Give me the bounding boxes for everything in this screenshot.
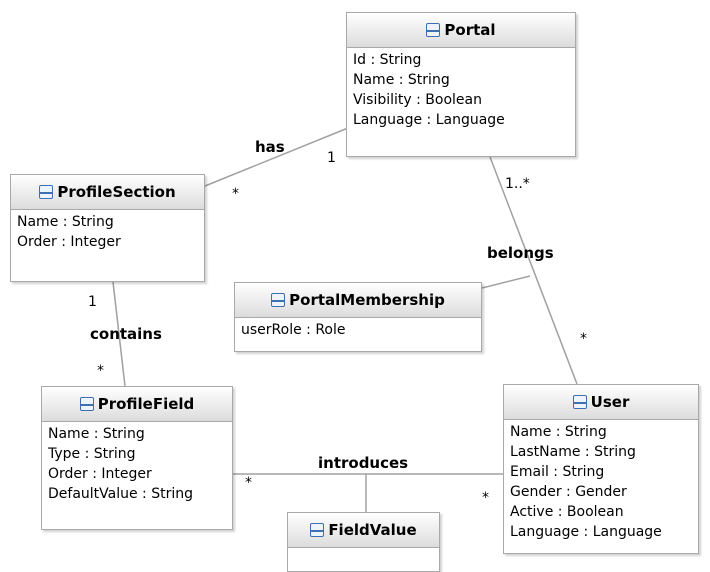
attribute: Name : String <box>353 72 450 88</box>
portalmembership-class-header[interactable]: PortalMembership <box>235 283 481 318</box>
attribute: Name : String <box>17 214 114 230</box>
belongs-portal-multiplicity: 1..* <box>505 176 530 192</box>
has-label: has <box>255 138 285 156</box>
profilesection-class-name: ProfileSection <box>57 183 176 201</box>
has-line <box>204 127 349 187</box>
portalmembership-class[interactable]: PortalMembership userRole : Role <box>234 282 482 352</box>
user-class-name: User <box>590 393 630 411</box>
attribute: Order : Integer <box>48 466 152 482</box>
profilefield-class-name: ProfileField <box>97 395 195 413</box>
fieldvalue-class[interactable]: FieldValue <box>287 512 440 572</box>
contains-label: contains <box>90 325 162 343</box>
attribute: Visibility : Boolean <box>353 92 482 108</box>
class-icon <box>572 395 587 409</box>
membership-link-line <box>481 275 531 289</box>
has-section-multiplicity: * <box>232 186 239 202</box>
profilefield-attributes: Name : String Type : String Order : Inte… <box>42 422 232 506</box>
attribute: userRole : Role <box>241 322 346 338</box>
class-icon <box>271 293 286 307</box>
has-portal-multiplicity: 1 <box>327 150 336 166</box>
belongs-line <box>489 156 578 385</box>
attribute: Order : Integer <box>17 234 121 250</box>
belongs-user-multiplicity: * <box>580 331 587 347</box>
attribute: DefaultValue : String <box>48 486 193 502</box>
portalmembership-attributes: userRole : Role <box>235 318 481 342</box>
profilesection-attributes: Name : String Order : Integer <box>11 210 204 254</box>
user-attributes: Name : String LastName : String Email : … <box>504 420 698 544</box>
introduces-label: introduces <box>318 454 409 472</box>
attribute: LastName : String <box>510 444 636 460</box>
attribute: Name : String <box>510 424 607 440</box>
attribute: Active : Boolean <box>510 504 624 520</box>
class-icon <box>426 23 441 37</box>
attribute: Email : String <box>510 464 605 480</box>
fieldvalue-class-header[interactable]: FieldValue <box>288 513 439 548</box>
user-class[interactable]: User Name : String LastName : String Ema… <box>503 384 699 554</box>
attribute: Gender : Gender <box>510 484 627 500</box>
attribute: Type : String <box>48 446 136 462</box>
fieldvalue-class-name: FieldValue <box>328 521 417 539</box>
contains-section-multiplicity: 1 <box>88 294 97 310</box>
portal-attributes: Id : String Name : String Visibility : B… <box>347 48 575 132</box>
class-icon <box>310 523 325 537</box>
attribute: Id : String <box>353 52 422 68</box>
class-icon <box>79 397 94 411</box>
contains-field-multiplicity: * <box>97 363 104 379</box>
attribute: Language : Language <box>353 112 505 128</box>
profilefield-class[interactable]: ProfileField Name : String Type : String… <box>41 386 233 530</box>
portal-class-header[interactable]: Portal <box>347 13 575 48</box>
profilesection-class-header[interactable]: ProfileSection <box>11 175 204 210</box>
profilefield-class-header[interactable]: ProfileField <box>42 387 232 422</box>
class-icon <box>39 185 54 199</box>
attribute: Language : Language <box>510 524 662 540</box>
portal-class-name: Portal <box>444 21 496 39</box>
user-class-header[interactable]: User <box>504 385 698 420</box>
profilesection-class[interactable]: ProfileSection Name : String Order : Int… <box>10 174 205 282</box>
attribute: Name : String <box>48 426 145 442</box>
portalmembership-class-name: PortalMembership <box>289 291 445 309</box>
introduces-user-multiplicity: * <box>482 490 489 506</box>
belongs-label: belongs <box>487 244 554 262</box>
portal-class[interactable]: Portal Id : String Name : String Visibil… <box>346 12 576 157</box>
introduces-field-multiplicity: * <box>245 475 252 491</box>
contains-line <box>112 281 126 387</box>
